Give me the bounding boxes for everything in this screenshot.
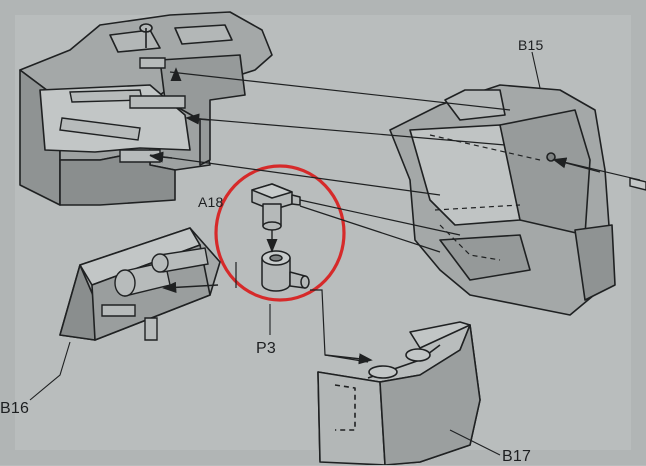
label-b17: B17 — [502, 448, 532, 465]
label-b16: B16 — [0, 400, 30, 417]
part-p3 — [261, 250, 310, 292]
part-b17 — [317, 321, 481, 465]
label-p3: P3 — [256, 340, 276, 357]
b15-hidden-lines — [429, 134, 541, 261]
body-pegs — [59, 57, 186, 163]
b16-cylinders — [101, 247, 209, 341]
leader-lines — [29, 51, 541, 456]
assembly-arrows — [149, 67, 601, 365]
highlight-circle — [214, 164, 346, 302]
label-a18: A18 — [198, 194, 224, 210]
part-b15 — [389, 84, 616, 316]
pin-right — [629, 177, 646, 191]
guide-lines — [149, 71, 641, 363]
label-b15: B15 — [518, 37, 544, 53]
